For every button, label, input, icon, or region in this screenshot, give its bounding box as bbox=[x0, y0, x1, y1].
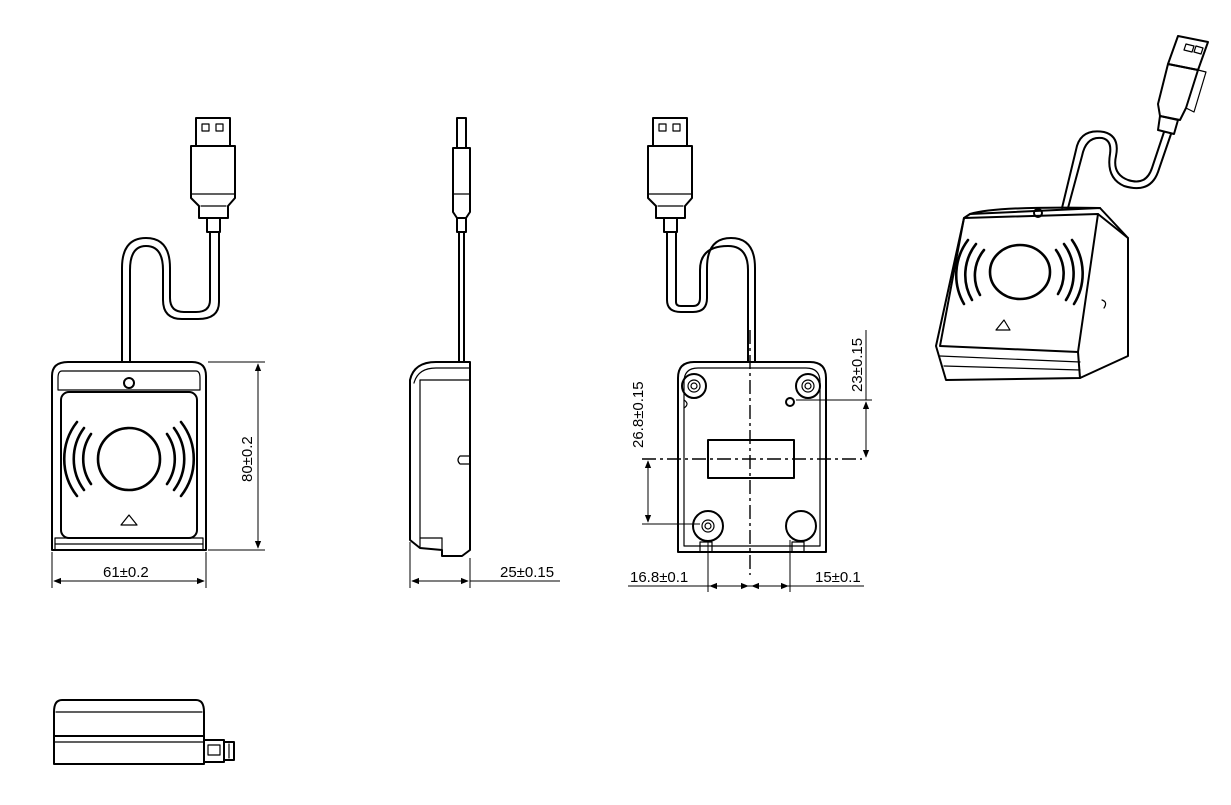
front-view: 61±0.2 80±0.2 bbox=[51, 117, 265, 588]
dimension-front-height: 80±0.2 bbox=[208, 361, 265, 551]
reader-housing-back bbox=[677, 361, 827, 553]
reader-housing-front bbox=[51, 361, 207, 551]
usb-plug-iso bbox=[1157, 35, 1209, 135]
dimension-back-hole-height: 26.8±0.15 bbox=[630, 381, 700, 525]
nfc-wave-icon bbox=[63, 420, 195, 498]
cable-iso bbox=[1061, 130, 1165, 209]
nfc-wave-icon-iso bbox=[954, 238, 1084, 306]
isometric-view bbox=[935, 35, 1209, 381]
reader-housing-bottom bbox=[53, 699, 205, 765]
triangle-marker-icon-iso bbox=[995, 319, 1011, 331]
reader-housing-side bbox=[409, 361, 471, 557]
reader-housing-iso bbox=[935, 207, 1129, 381]
led-indicator-front bbox=[123, 377, 135, 389]
dimension-side-depth: 25±0.15 bbox=[409, 542, 560, 588]
back-hole-left-label: 16.8±0.1 bbox=[630, 569, 688, 586]
front-width-label: 61±0.2 bbox=[103, 564, 149, 581]
dimension-front-width: 61±0.2 bbox=[51, 552, 207, 588]
dimension-back-bottom: 16.8±0.1 15±0.1 bbox=[628, 540, 864, 592]
dimension-back-hole-top: 23±0.15 bbox=[796, 330, 872, 458]
triangle-marker-icon bbox=[120, 514, 138, 526]
side-view: 25±0.15 bbox=[409, 117, 560, 588]
back-hole-top-label: 23±0.15 bbox=[849, 338, 866, 392]
bottom-view bbox=[53, 699, 235, 765]
usb-plug-front bbox=[190, 117, 236, 233]
back-view: 26.8±0.15 23±0.15 16.8±0.1 15±0.1 bbox=[628, 117, 872, 592]
side-depth-label: 25±0.15 bbox=[500, 564, 554, 581]
back-hole-height-label: 26.8±0.15 bbox=[630, 381, 647, 448]
front-height-label: 80±0.2 bbox=[239, 436, 256, 482]
back-hole-right-label: 15±0.1 bbox=[815, 569, 861, 586]
cable-back bbox=[666, 231, 756, 363]
usb-stub-bottom bbox=[203, 739, 235, 763]
cable-front bbox=[121, 231, 211, 363]
usb-plug-back bbox=[647, 117, 693, 233]
